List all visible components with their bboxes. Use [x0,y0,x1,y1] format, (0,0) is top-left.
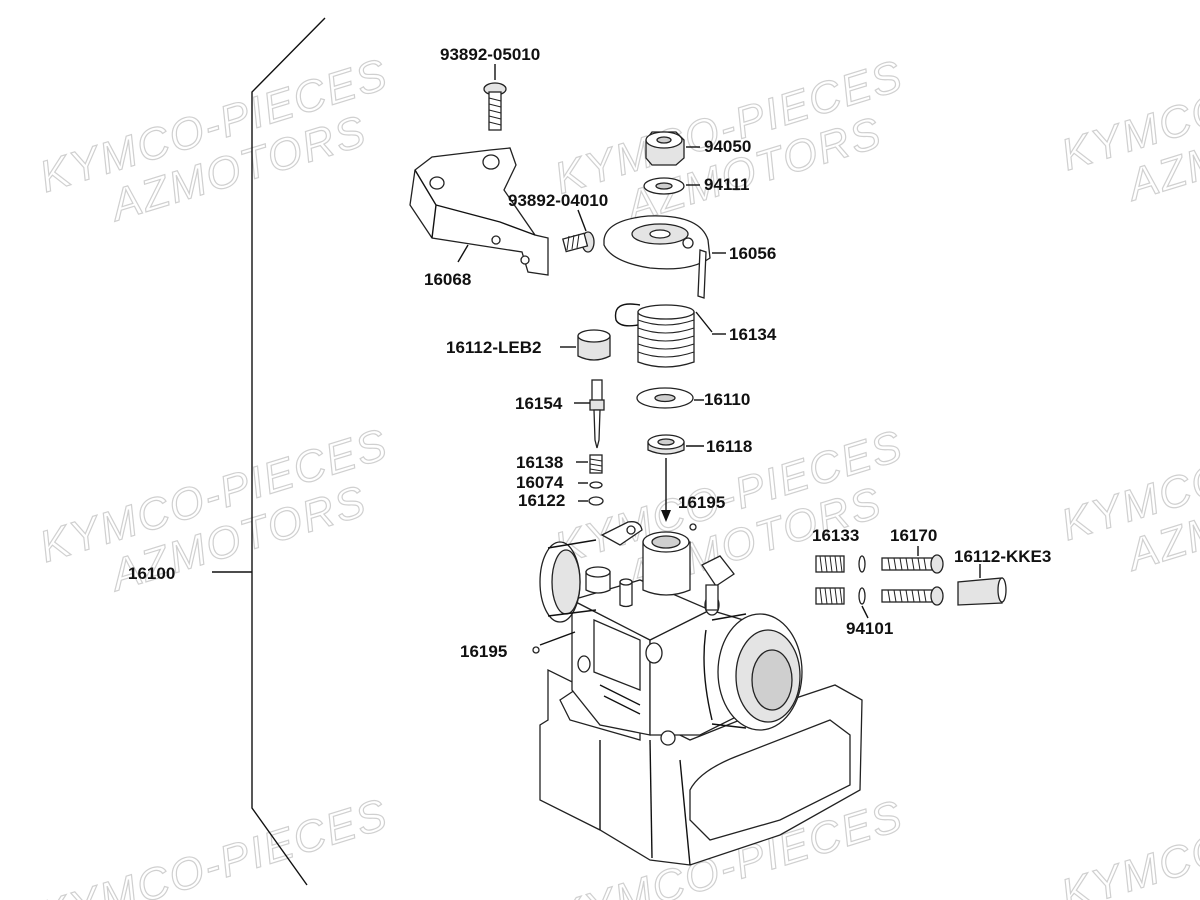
oring-16074 [589,481,603,489]
spring-16133 [815,555,845,605]
label-16138: 16138 [516,453,563,472]
spring-16134 [614,303,713,368]
plug-16195-left [532,646,540,654]
carburetor-body [539,521,863,866]
screw-93892-04010 [562,209,595,253]
label-93892-04010: 93892-04010 [508,191,608,210]
washer-94111 [643,177,685,195]
assembly-bracket: 16100 [128,17,326,886]
label-16154: 16154 [515,394,563,413]
washer-16110 [636,387,694,409]
label-16195-left: 16195 [460,642,507,661]
label-16122: 16122 [518,491,565,510]
label-16134: 16134 [729,325,777,344]
arrow-down-icon [661,458,671,522]
cap-16112-kke3 [957,577,1007,606]
washer-16122 [588,496,604,506]
label-16133: 16133 [812,526,859,545]
oring-94101 [858,555,866,605]
lever-16056 [603,215,711,299]
cap-16112-leb2 [577,329,611,361]
label-94101: 94101 [846,619,893,638]
label-94111: 94111 [704,175,749,194]
label-16112-kke3: 16112-KKE3 [954,547,1051,566]
watermark-kymco: KYMCO-PIECES [34,790,394,900]
needle-16154 [589,379,605,449]
watermark-kymco: KYMCO-PIECES [1056,768,1200,900]
screw-93892-05010 [483,64,507,131]
bracket-16068 [409,147,549,276]
label-16110: 16110 [704,390,750,409]
label-94050: 94050 [704,137,751,156]
label-16056: 16056 [729,244,776,263]
label-16068: 16068 [424,270,471,289]
label-93892-05010: 93892-05010 [440,45,540,64]
plug-16195-top [689,523,697,531]
label-16074: 16074 [516,473,564,492]
assembly-label-16100: 16100 [128,564,175,583]
label-16118: 16118 [706,437,752,456]
label-16112-leb2: 16112-LEB2 [446,338,541,357]
label-16170: 16170 [890,526,937,545]
label-16195-top: 16195 [678,493,725,512]
spring-16138 [589,454,603,474]
screw-16170 [881,554,944,606]
seal-16118 [647,434,685,455]
nut-94050 [645,131,685,166]
